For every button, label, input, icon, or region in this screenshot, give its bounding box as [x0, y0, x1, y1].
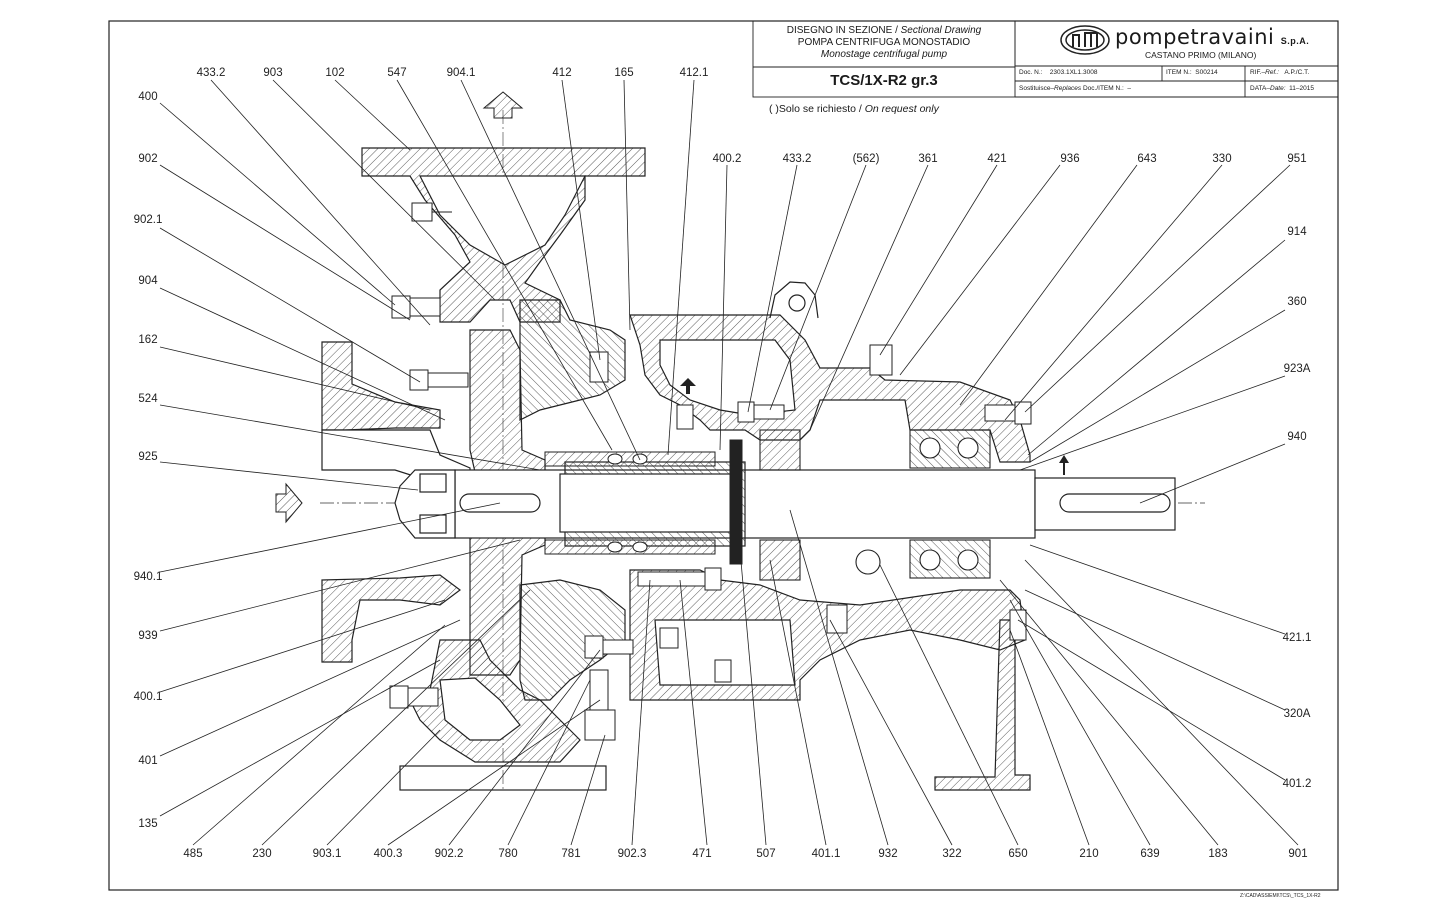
- label-165: 165: [614, 67, 633, 79]
- label-507: 507: [756, 848, 775, 860]
- model-number: TCS/1X-R2 gr.3: [830, 72, 938, 89]
- rotation-arrow-icon: [680, 378, 696, 394]
- label-951: 951: [1287, 153, 1306, 165]
- label-135: 135: [138, 818, 157, 830]
- label-901: 901: [1288, 848, 1307, 860]
- label-939: 939: [138, 630, 157, 642]
- label-932: 932: [878, 848, 897, 860]
- label-904-1: 904.1: [447, 67, 476, 79]
- label-401: 401: [138, 755, 157, 767]
- bearings: [759, 429, 991, 581]
- bolts: [389, 202, 1032, 741]
- label-485: 485: [183, 848, 202, 860]
- label-781: 781: [561, 848, 580, 860]
- part-labels: 433.2 903 102 547 904.1 412 165 412.1 40…: [134, 67, 1312, 860]
- label-360: 360: [1287, 296, 1306, 308]
- label-902-1: 902.1: [134, 214, 163, 226]
- label-400: 400: [138, 91, 157, 103]
- label-643: 643: [1137, 153, 1156, 165]
- label-421: 421: [987, 153, 1006, 165]
- label-903-1: 903.1: [313, 848, 342, 860]
- leader-lines: [159, 79, 1299, 846]
- rotation-arrow-icon-2: [1059, 455, 1069, 475]
- label-400-3: 400.3: [374, 848, 403, 860]
- label-412: 412: [552, 67, 571, 79]
- drawing-title: DISEGNO IN SEZIONE / Sectional Drawing P…: [753, 25, 1015, 61]
- drawing-title-line2: POMPA CENTRIFUGA MONOSTADIO: [797, 37, 971, 48]
- company-logo-icon: [1060, 25, 1110, 55]
- label-162: 162: [138, 334, 157, 346]
- drawing-date: DATA–Date: 11–2015: [1250, 85, 1314, 92]
- item-number: ITEM N.: S00214: [1166, 69, 1218, 76]
- label-210: 210: [1079, 848, 1098, 860]
- label-400-2: 400.2: [713, 153, 742, 165]
- doc-number: Doc. N.: 2303.1XL1.3008: [1019, 69, 1098, 76]
- label-400-1: 400.1: [134, 691, 163, 703]
- label-925: 925: [138, 451, 157, 463]
- label-914: 914: [1287, 226, 1307, 238]
- outlet-flow-arrow-icon: [482, 91, 524, 119]
- company-name: pompetravaini S.p.A.: [1115, 25, 1310, 49]
- title-block-frame: [752, 20, 1339, 98]
- label-320a: 320A: [1284, 708, 1311, 720]
- label-524: 524: [138, 393, 158, 405]
- label-936: 936: [1060, 153, 1079, 165]
- label-412-1: 412.1: [680, 67, 709, 79]
- label-322: 322: [942, 848, 961, 860]
- label-904: 904: [138, 275, 158, 287]
- seal-assembly: [544, 439, 743, 565]
- label-780: 780: [498, 848, 517, 860]
- label-562: (562): [853, 153, 880, 165]
- request-note: ( )Solo se richiesto / On request only: [769, 103, 939, 115]
- label-903: 903: [263, 67, 282, 79]
- label-433-2: 433.2: [197, 67, 226, 79]
- label-547: 547: [387, 67, 406, 79]
- label-940: 940: [1287, 431, 1306, 443]
- label-183: 183: [1208, 848, 1227, 860]
- reference: RIF.–Ref.: A.P./C.T.: [1250, 69, 1310, 76]
- shaft: [394, 461, 1176, 547]
- label-401-1: 401.1: [812, 848, 841, 860]
- label-102: 102: [325, 67, 344, 79]
- label-940-1: 940.1: [134, 571, 163, 583]
- company-location: CASTANO PRIMO (MILANO): [1145, 50, 1257, 60]
- label-433-2b: 433.2: [783, 153, 812, 165]
- label-923a: 923A: [1284, 363, 1311, 375]
- label-639: 639: [1140, 848, 1159, 860]
- label-902-2: 902.2: [435, 848, 464, 860]
- pump-casing: [321, 147, 1031, 791]
- label-902-3: 902.3: [618, 848, 647, 860]
- drawing-title-line1: DISEGNO IN SEZIONE / Sectional Drawing: [786, 25, 982, 36]
- label-330: 330: [1212, 153, 1231, 165]
- label-361: 361: [918, 153, 937, 165]
- drawing-frame: [108, 20, 1339, 891]
- label-471: 471: [692, 848, 711, 860]
- replaces: Sostituisce–Replaces Doc./ITEM N.: –: [1019, 85, 1132, 92]
- drawing-title-line3: Monostage centrifugal pump: [820, 49, 948, 60]
- label-421-1: 421.1: [1283, 632, 1312, 644]
- label-230: 230: [252, 848, 271, 860]
- label-902: 902: [138, 153, 157, 165]
- file-path: Z:\CAD\ASSIEMI\TCS\_TCS_1X-R2: [1240, 893, 1321, 899]
- label-650: 650: [1008, 848, 1027, 860]
- label-401-2: 401.2: [1283, 778, 1312, 790]
- inlet-flow-arrow-icon: [275, 482, 303, 524]
